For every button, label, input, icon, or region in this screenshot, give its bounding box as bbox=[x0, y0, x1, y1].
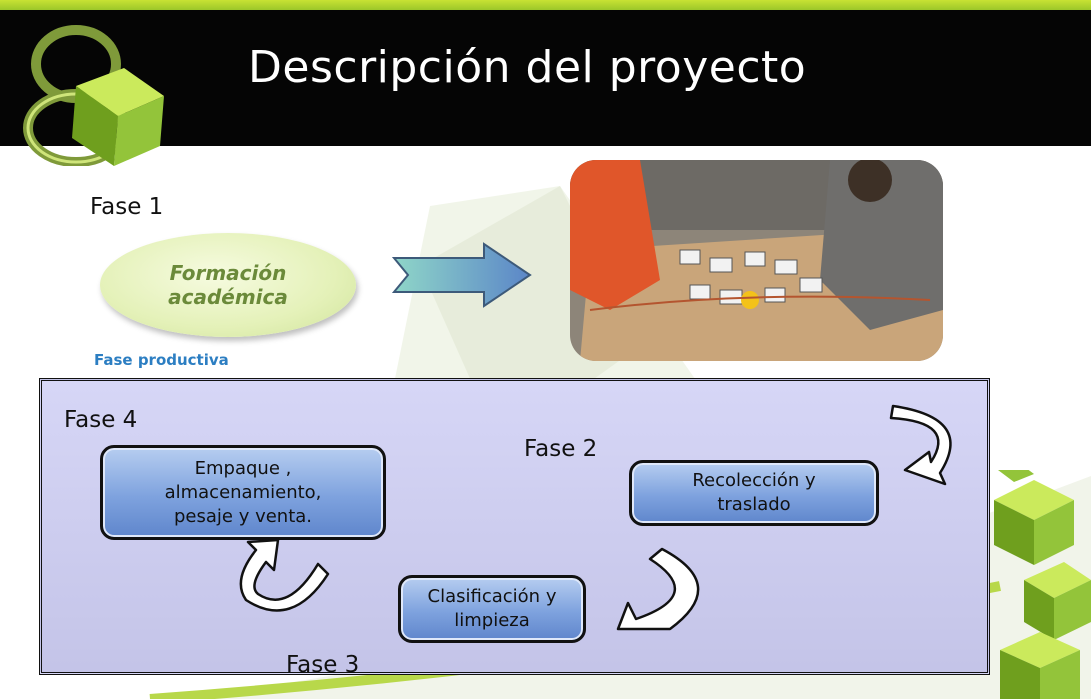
header-bar bbox=[0, 0, 1091, 146]
ellipse-text: Formación académica bbox=[168, 261, 288, 309]
fase-productiva-label: Fase productiva bbox=[94, 351, 229, 369]
fase2-label: Fase 2 bbox=[524, 436, 598, 462]
logo-8-cube-icon bbox=[23, 25, 164, 166]
curved-arrow-icon-to-fase3 bbox=[616, 547, 700, 631]
fase4-box: Empaque , almacenamiento, pesaje y venta… bbox=[100, 445, 386, 540]
fase3-box: Clasificación y limpieza bbox=[398, 575, 586, 643]
fase4-label: Fase 4 bbox=[64, 407, 138, 433]
formacion-academica-ellipse: Formación académica bbox=[100, 233, 356, 337]
fase3-text: Clasificación y limpieza bbox=[427, 586, 557, 631]
curved-arrow-icon-to-fase2 bbox=[889, 404, 952, 486]
fase4-text: Empaque , almacenamiento, pesaje y venta… bbox=[164, 457, 322, 527]
header-accent-stripe bbox=[0, 0, 1091, 10]
photo-image bbox=[570, 160, 943, 361]
page-title: Descripción del proyecto bbox=[248, 42, 807, 93]
decorative-cubes-icon bbox=[994, 470, 1091, 699]
fase2-box: Recolección y traslado bbox=[629, 460, 879, 526]
curved-arrow-icon-to-fase4 bbox=[239, 538, 330, 612]
fase3-label: Fase 3 bbox=[286, 652, 360, 678]
fase2-text: Recolección y traslado bbox=[692, 470, 816, 515]
right-arrow-icon bbox=[392, 242, 532, 308]
fase1-label: Fase 1 bbox=[90, 194, 164, 220]
